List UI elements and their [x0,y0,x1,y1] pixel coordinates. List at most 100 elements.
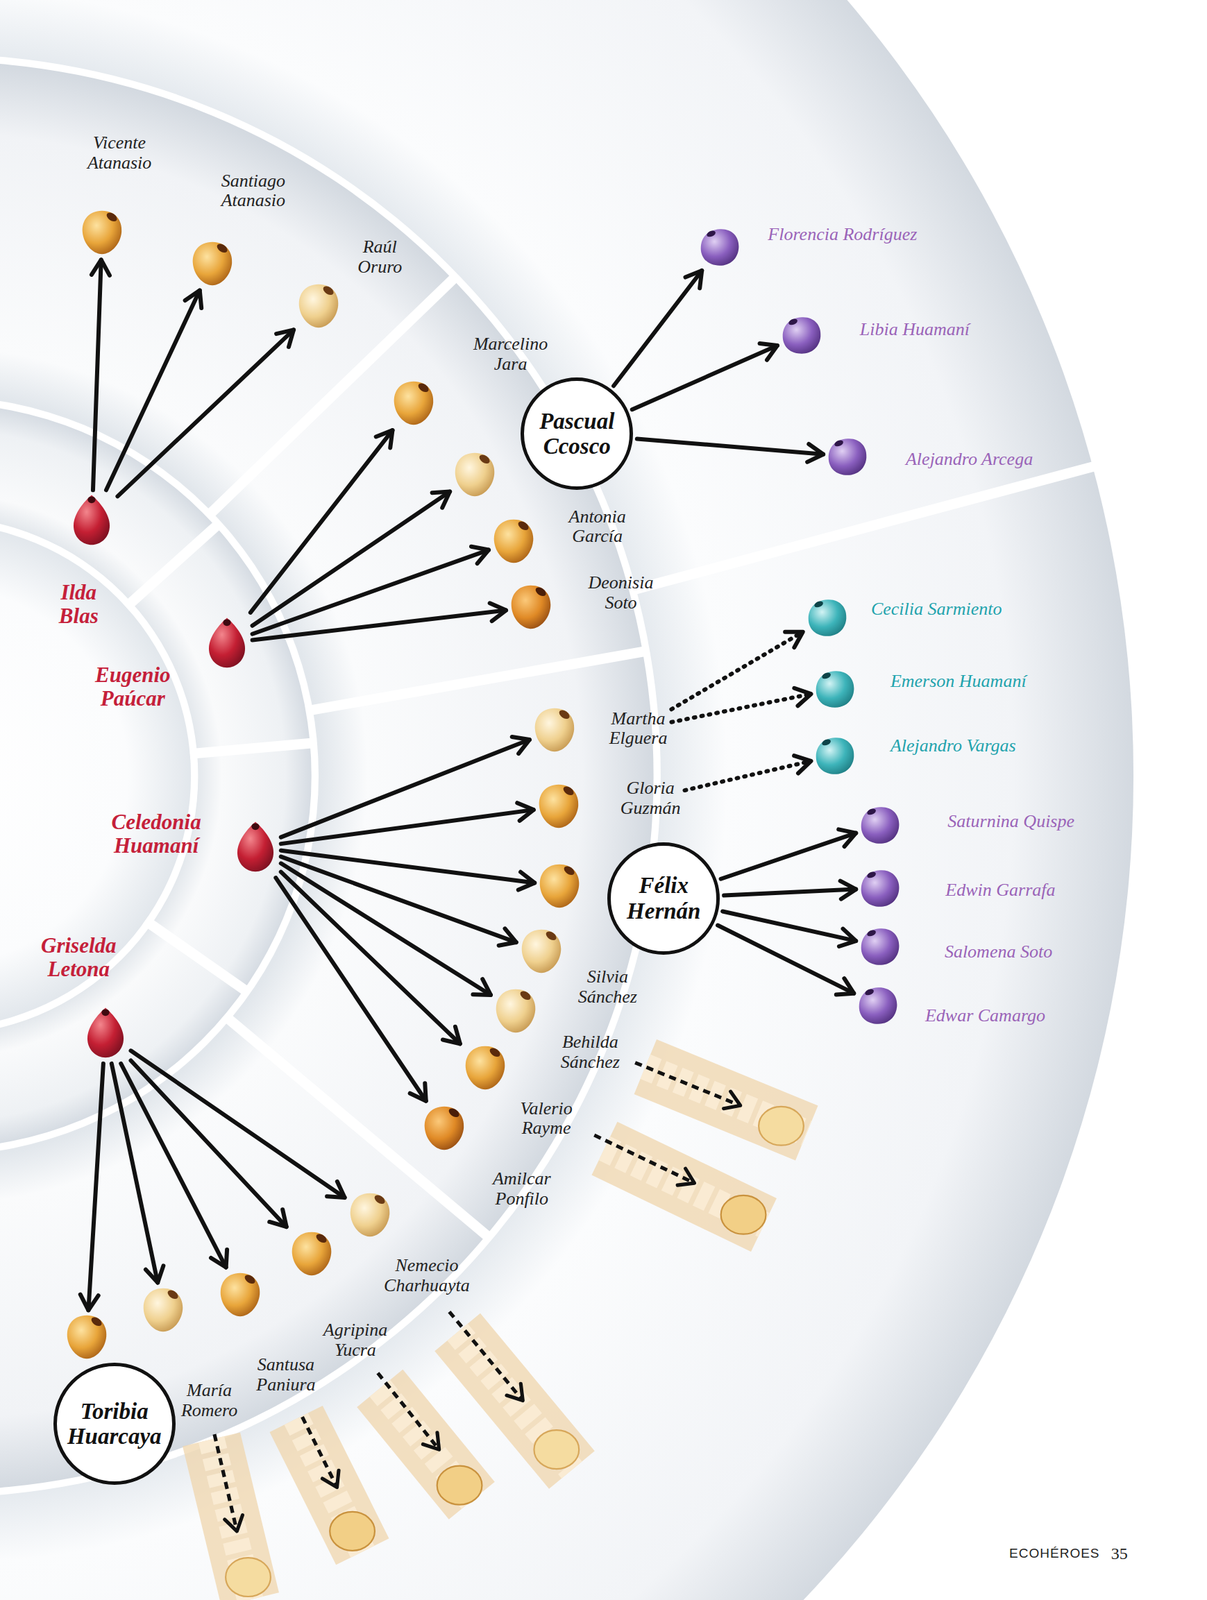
arrow-line [717,925,854,994]
kernel-tip [104,210,119,224]
person-name: Salomena Soto [944,942,1053,963]
lineage-arrow [131,1050,345,1198]
name-block: María Romero [181,1381,238,1421]
arrow-line [721,833,857,880]
kernel-body [861,870,900,907]
kernel-body [859,987,898,1024]
kernel-body [220,1272,260,1316]
person-name: Toribia Huarcaya [67,1399,162,1450]
arrow-head [185,290,202,309]
cob-kernel [721,1195,767,1235]
kernel-body [496,989,536,1033]
person-name: Gloria Guzmán [620,778,681,819]
person-node: Edwin Garrafa [858,867,1055,910]
person-name: Deonisia Soto [588,573,654,613]
arrow-line [275,878,426,1102]
arrow-head [376,430,393,448]
person-node: Vicente Atanasio [79,133,152,257]
corn-kernel [493,986,538,1036]
kernel-tip [864,988,876,998]
lineage-arrow [275,878,426,1102]
kernel-tip [866,871,878,881]
arrow-line [250,430,393,613]
dashed-arrow [594,1135,695,1184]
kernel-tip [242,1272,257,1286]
kernel-body [349,1193,390,1237]
person-name: Vicente Atanasio [87,133,152,173]
lineage-arrow [281,857,517,947]
arrow-head [723,1091,741,1110]
middle-band [0,61,654,1491]
cob-kernel [437,1466,483,1506]
corn-kernel [536,782,581,831]
person-node: Florencia Rodríguez [698,224,917,268]
person-name: Félix Hernán [626,873,701,924]
kernel-body [861,928,900,965]
kernel-tip [866,807,878,817]
kernel-tip [222,619,231,627]
lineage-arrow [250,430,393,613]
corn-kernel [79,208,125,257]
band-divider [208,274,458,516]
arrow-head [794,688,811,706]
corn-kernel [140,1286,186,1335]
person-name: Pascual Ccosco [539,408,615,460]
name-block: Ilda Blas [58,580,99,629]
band-gap [0,516,198,1035]
person-name: Saturnina Quispe [947,812,1075,833]
person-node: Celedonia Huamaní [111,810,277,874]
corn-kernel [532,705,577,755]
arrow-line [632,345,778,410]
person-name: Behilda Sánchez [560,1032,620,1073]
band-gap [0,396,319,1157]
band-divider [635,465,1098,590]
core-disc [0,524,191,1029]
kernel-body [538,785,579,829]
kernel-tip [812,600,824,610]
person-node: Behilda Sánchez [493,986,620,1074]
lineage-arrow [685,755,812,791]
arrow-head [839,929,856,947]
dashed-arrow [214,1434,237,1532]
person-name: Cecilia Sarmiento [871,599,1002,620]
arrow-head [518,872,535,891]
person-name: Valerio Rayme [520,1099,573,1139]
name-circle: Pascual Ccosco [520,377,633,491]
band-divider [145,921,247,992]
lineage-arrow [717,925,854,996]
kernel-body [521,930,561,974]
arrow-head [760,343,778,361]
person-node: Santusa Paniura [217,1270,316,1396]
name-block: Alejandro Vargas [890,736,1017,757]
name-block: Valerio Rayme [520,1099,573,1139]
lineage-arrow [117,329,294,497]
arrow-head [269,1209,287,1228]
name-block: Edwin Garrafa [945,880,1055,901]
kernel-body [86,1007,123,1058]
arrow-head [490,603,506,622]
person-node: Agripina Yucra [289,1229,388,1362]
band-divider [308,651,649,711]
person-node: Alejandro Arcega [825,435,1033,478]
arrow-line [88,1064,103,1311]
corn-cob [594,1135,766,1235]
person-node: Martha Elguera [532,705,668,755]
corn-kernel [805,596,849,639]
name-block: Vicente Atanasio [87,133,152,173]
arrow-head [807,444,824,463]
cob-kernel [225,1558,271,1598]
kernel-tip [516,519,531,533]
person-name: Eugenio Paúcar [95,663,171,711]
name-block: Florencia Rodríguez [767,224,917,246]
kernel-body [82,210,123,255]
name-block: Emerson Huamaní [890,671,1027,692]
person-node: Emerson Huamaní [813,668,1026,711]
arrow-head [836,978,854,995]
person-node: Saturnina Quispe [858,804,1075,847]
kernel-body [299,284,339,328]
person-name: Antonia García [569,507,627,547]
kernel-tip [787,317,799,327]
name-block: Saturnina Quispe [947,812,1075,833]
corn-cob [635,1063,807,1146]
